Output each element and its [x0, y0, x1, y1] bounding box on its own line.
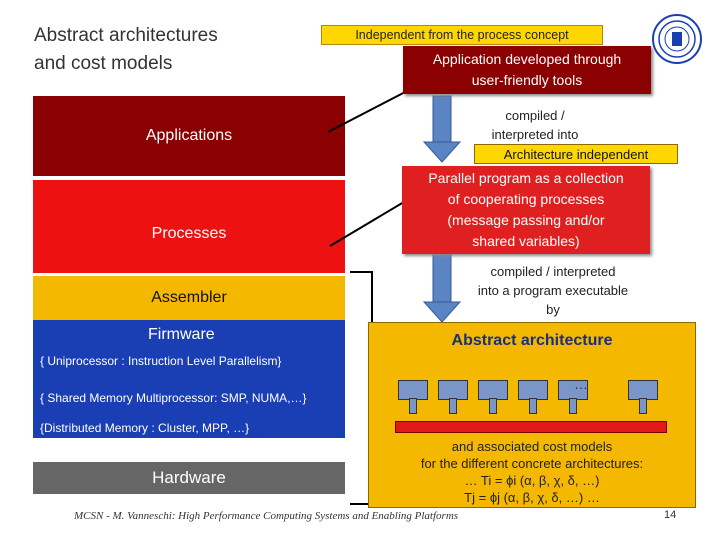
layer-hardware-label: Hardware	[152, 468, 226, 487]
layer-firmware	[33, 320, 345, 438]
text-compiled-interpreted-1-line-1: compiled /	[505, 108, 565, 123]
cost-models-line-1: and associated cost models	[451, 439, 613, 454]
page-number: 14	[664, 509, 677, 521]
processor-stem	[639, 398, 647, 414]
layer-firmware-label: Firmware	[148, 326, 215, 343]
text-compiled-interpreted-2-line-2: into a program executable	[477, 283, 629, 298]
cost-models-line-3: … Ti = ϕi (α, β, χ, δ, …)	[464, 473, 600, 488]
processor-stem	[409, 398, 417, 414]
processor-box	[518, 380, 548, 400]
text-compiled-interpreted-2-line-3: by	[546, 302, 560, 317]
callout-application-tools-line-2: user-friendly tools	[471, 72, 583, 88]
callout-parallel-program-line-3: (message passing and/or	[447, 212, 605, 228]
layer-hardware: Hardware	[33, 462, 345, 494]
processor-box	[398, 380, 428, 400]
callout-application-tools: Application developed through user-frien…	[403, 46, 651, 94]
processor-node	[478, 380, 508, 400]
processor-node	[398, 380, 428, 400]
abstract-architecture-title: Abstract architecture	[451, 332, 613, 349]
slide-title: Abstract architectures and cost models	[34, 22, 294, 78]
layer-applications-label: Applications	[145, 127, 233, 144]
processor-node	[628, 380, 658, 400]
text-compiled-interpreted-2-line-1: compiled / interpreted	[490, 264, 616, 279]
label-architecture-independent: Architecture independent	[474, 144, 678, 164]
processor-ellipsis: …	[574, 376, 588, 392]
university-seal-logo	[652, 14, 702, 64]
title-line-1: Abstract architectures	[34, 25, 218, 46]
layer-assembler: Assembler	[33, 276, 345, 320]
layer-assembler-label: Assembler	[151, 289, 227, 306]
slide-footer: MCSN - M. Vanneschi: High Performance Co…	[74, 510, 459, 522]
title-line-2: and cost models	[34, 53, 173, 74]
cost-models-line-4: Tj = ϕj (α, β, χ, δ, …) …	[464, 490, 600, 505]
down-arrow-1	[422, 95, 462, 163]
layer-processes-label: Processes	[151, 225, 227, 242]
processor-stem	[529, 398, 537, 414]
abstract-architecture-panel	[368, 322, 696, 508]
callout-parallel-program: Parallel program as a collection of coop…	[402, 166, 650, 254]
processor-stem	[569, 398, 577, 414]
processor-stem	[449, 398, 457, 414]
text-compiled-interpreted-2: compiled / interpreted into a program ex…	[458, 262, 648, 319]
firmware-line-distributed-memory: {Distributed Memory : Cluster, MPP, …}	[40, 421, 250, 435]
layer-processes: Processes	[33, 180, 345, 273]
cost-models-line-2: for the different concrete architectures…	[420, 456, 644, 471]
processor-box	[438, 380, 468, 400]
layer-applications: Applications	[33, 96, 345, 176]
processor-box	[478, 380, 508, 400]
seal-icon	[658, 20, 696, 58]
processor-node	[518, 380, 548, 400]
interconnect-bus	[395, 421, 667, 433]
processor-node	[438, 380, 468, 400]
firmware-line-shared-memory: { Shared Memory Multiprocessor: SMP, NUM…	[40, 391, 307, 405]
text-compiled-interpreted-1: compiled / interpreted into	[470, 106, 600, 144]
processor-box	[628, 380, 658, 400]
cost-models-text: and associated cost models for the diffe…	[370, 438, 694, 506]
processor-stem	[489, 398, 497, 414]
firmware-line-uniprocessor: { Uniprocessor : Instruction Level Paral…	[40, 354, 282, 368]
callout-application-tools-line-1: Application developed through	[432, 51, 622, 67]
down-arrow-2	[422, 251, 462, 323]
text-compiled-interpreted-1-line-2: interpreted into	[491, 127, 579, 142]
callout-parallel-program-line-2: of cooperating processes	[447, 191, 605, 207]
connector-processes-line	[329, 195, 415, 247]
callout-parallel-program-line-1: Parallel program as a collection	[428, 170, 624, 186]
callout-parallel-program-line-4: shared variables)	[472, 233, 580, 249]
callout-independent: Independent from the process concept	[321, 25, 603, 45]
